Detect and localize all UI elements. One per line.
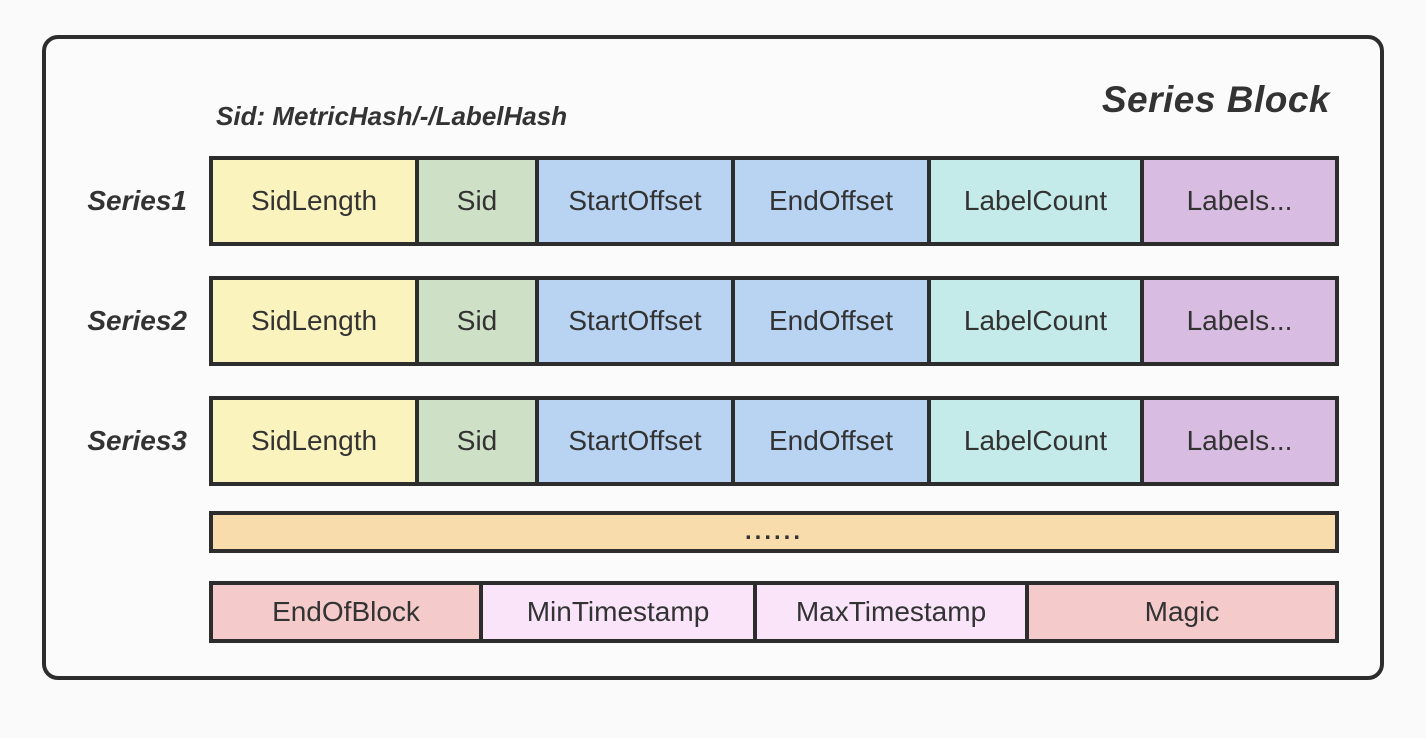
series-block-container: Series Block Sid: MetricHash/-/LabelHash…	[42, 35, 1384, 680]
series-row-2-label: Series2	[87, 305, 187, 336]
cell-startoffset: StartOffset	[539, 396, 735, 486]
series-row-3: Series3 SidLength Sid StartOffset EndOff…	[46, 396, 1339, 486]
cell-labelcount: LabelCount	[931, 156, 1144, 246]
cell-mintimestamp: MinTimestamp	[483, 581, 757, 643]
cell-labels: Labels...	[1144, 276, 1339, 366]
cell-sidlength: SidLength	[209, 276, 419, 366]
diagram-title: Series Block	[1101, 79, 1330, 120]
cell-sidlength: SidLength	[209, 156, 419, 246]
cell-sid: Sid	[419, 276, 539, 366]
block-footer-row: EndOfBlock MinTimestamp MaxTimestamp Mag…	[209, 581, 1339, 643]
series-row-1-cells: SidLength Sid StartOffset EndOffset Labe…	[209, 156, 1339, 246]
cell-endoffset: EndOffset	[735, 276, 931, 366]
cell-labels: Labels...	[1144, 396, 1339, 486]
series-row-1-label: Series1	[87, 185, 187, 216]
more-series-row: ......	[209, 511, 1339, 553]
cell-startoffset: StartOffset	[539, 156, 735, 246]
cell-sidlength: SidLength	[209, 396, 419, 486]
series-row-3-label: Series3	[87, 425, 187, 456]
cell-endoffset: EndOffset	[735, 396, 931, 486]
cell-endoffset: EndOffset	[735, 156, 931, 246]
cell-endofblock: EndOfBlock	[209, 581, 483, 643]
series-row-3-cells: SidLength Sid StartOffset EndOffset Labe…	[209, 396, 1339, 486]
series-row-1: Series1 SidLength Sid StartOffset EndOff…	[46, 156, 1339, 246]
sid-format-label: Sid: MetricHash/-/LabelHash	[216, 101, 568, 131]
cell-sid: Sid	[419, 396, 539, 486]
cell-magic: Magic	[1029, 581, 1339, 643]
cell-sid: Sid	[419, 156, 539, 246]
cell-labelcount: LabelCount	[931, 396, 1144, 486]
series-row-2-cells: SidLength Sid StartOffset EndOffset Labe…	[209, 276, 1339, 366]
cell-maxtimestamp: MaxTimestamp	[757, 581, 1029, 643]
cell-startoffset: StartOffset	[539, 276, 735, 366]
cell-labelcount: LabelCount	[931, 276, 1144, 366]
series-row-2: Series2 SidLength Sid StartOffset EndOff…	[46, 276, 1339, 366]
cell-labels: Labels...	[1144, 156, 1339, 246]
